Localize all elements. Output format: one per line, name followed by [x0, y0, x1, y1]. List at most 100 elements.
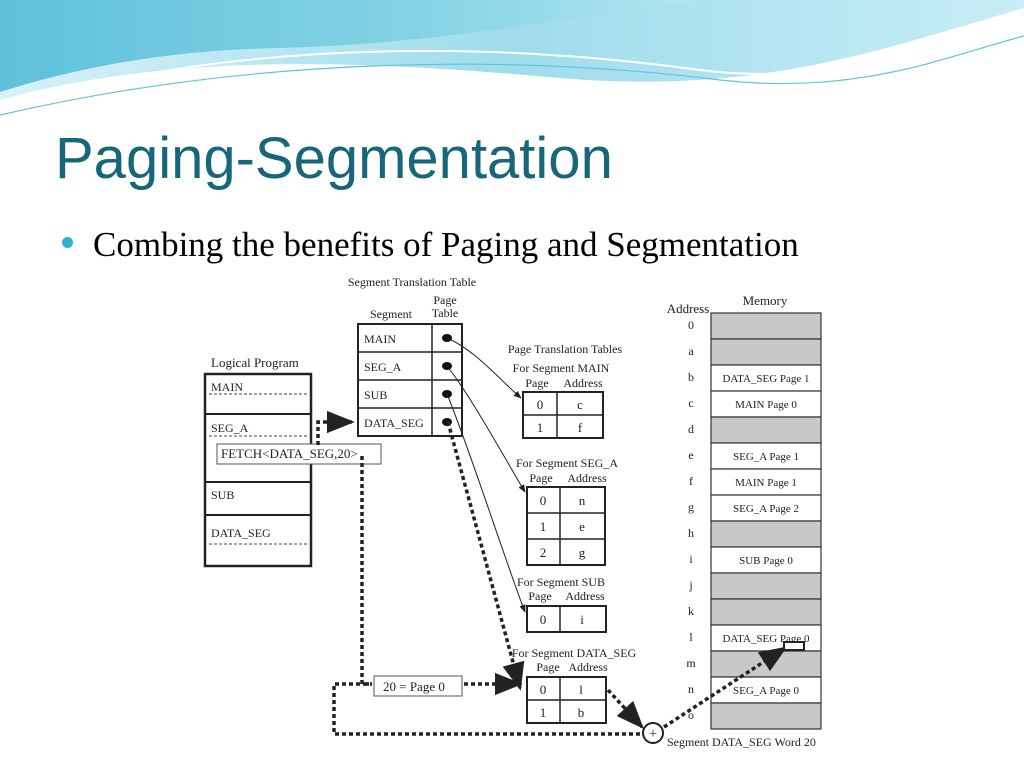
memory-address-label: h	[688, 526, 694, 540]
page-table-main-address-header: Address	[563, 376, 603, 390]
seg-a-address-1: e	[579, 519, 585, 534]
memory-address-label: i	[689, 552, 693, 566]
memory-cell	[710, 442, 822, 470]
memory-title: Memory	[743, 293, 788, 308]
target-word-marker	[783, 641, 805, 651]
memory-address-label: b	[688, 370, 694, 384]
page-table-main: For Segment MAIN Page Address 0 c 1 f	[513, 361, 610, 439]
stt-row-main: MAIN	[364, 332, 396, 346]
page-table-sub: For Segment SUB Page Address 0 i	[517, 575, 607, 633]
memory-cell	[710, 338, 822, 366]
page-table-data-seg: For Segment DATA_SEG Page Address 0 l 1 …	[512, 646, 637, 724]
memory-cells: DATA_SEG Page 1 MAIN Page 0 SEG_A Page 1 MA…	[710, 312, 822, 730]
sub-address-0: i	[580, 612, 584, 627]
page-table-data-seg-address-header: Address	[568, 660, 608, 674]
memory-address-label: g	[688, 500, 694, 514]
stt-row-seg-a: SEG_A	[364, 360, 402, 374]
seg-a-address-2: g	[579, 545, 586, 560]
page-table-sub-page-header: Page	[528, 589, 551, 603]
memory-address-label: m	[686, 656, 696, 670]
memory-cell	[710, 468, 822, 496]
page-table-main-title: For Segment MAIN	[513, 361, 610, 375]
memory-cell-label: DATA_SEG Page 1	[722, 373, 809, 385]
main-address-0: c	[577, 397, 583, 412]
memory-address-label: f	[689, 474, 693, 488]
main-address-1: f	[578, 420, 583, 435]
memory-cell	[710, 650, 822, 678]
memory-cell-label: SEG_A Page 2	[733, 503, 799, 515]
page-table-column-header-line1: Page	[433, 293, 456, 307]
memory-address-label: k	[688, 604, 694, 618]
memory-cell	[710, 416, 822, 444]
memory-cell	[710, 312, 822, 340]
memory-address-header: Address	[667, 301, 710, 316]
memory-address-label: n	[688, 682, 694, 696]
sub-page-0: 0	[540, 612, 547, 627]
address-translation-flow	[316, 410, 788, 736]
page-table-seg-a-page-header: Page	[529, 471, 552, 485]
main-page-0: 0	[537, 397, 544, 412]
seg-a-address-0: n	[579, 493, 586, 508]
decorative-wave-banner	[0, 0, 1024, 116]
memory-cell	[710, 520, 822, 548]
memory-cell	[710, 598, 822, 626]
seg-a-page-2: 2	[540, 545, 547, 560]
memory-cell-label: SUB Page 0	[739, 555, 793, 567]
memory-cell	[710, 572, 822, 600]
seg-a-page-0: 0	[540, 493, 547, 508]
logical-segment-main: MAIN	[211, 380, 243, 394]
memory-address-label: j	[688, 578, 692, 592]
offset-label: 20 = Page 0	[383, 679, 445, 694]
page-table-seg-a: For Segment SEG_A Page Address 0 n 1 e 2…	[516, 456, 618, 566]
logical-segment-seg-a: SEG_A	[211, 421, 249, 435]
data-seg-page-0: 0	[540, 682, 547, 697]
memory-address-label: c	[688, 396, 693, 410]
pointer-arrows	[446, 337, 526, 613]
logical-program-title: Logical Program	[211, 355, 299, 370]
page-table-data-seg-title: For Segment DATA_SEG	[512, 646, 637, 660]
bullet-text: Combing the benefits of Paging and Segme…	[93, 225, 799, 264]
memory-address-label: 0	[688, 318, 694, 332]
memory: Address Memory DATA_SEG Page 1 MAIN Page …	[667, 293, 822, 730]
memory-address-label: e	[688, 448, 693, 462]
segment-column-header: Segment	[370, 307, 413, 321]
memory-cell	[710, 546, 822, 574]
memory-cell-label: MAIN Page 1	[735, 477, 797, 489]
slide-title: Paging-Segmentation	[55, 126, 613, 191]
page-translation-tables-title: Page Translation Tables	[508, 342, 623, 356]
stt-row-data-seg: DATA_SEG	[364, 416, 424, 430]
logical-segment-data-seg: DATA_SEG	[211, 526, 271, 540]
memory-cell	[710, 364, 822, 392]
data-seg-address-1: b	[578, 705, 585, 720]
memory-address-label: l	[689, 630, 693, 644]
memory-address-label: o	[688, 708, 694, 722]
fetch-instruction: FETCH<DATA_SEG,20>	[221, 446, 358, 461]
result-label: Segment DATA_SEG Word 20	[667, 735, 816, 749]
segment-translation-table: Segment Translation Table Segment Page T…	[348, 275, 476, 437]
main-page-1: 1	[537, 420, 544, 435]
page-table-seg-a-address-header: Address	[567, 471, 607, 485]
memory-address-label: d	[688, 422, 694, 436]
memory-cell	[710, 494, 822, 522]
memory-cell	[710, 702, 822, 730]
adder-circle	[642, 722, 664, 744]
data-seg-page-1: 1	[540, 705, 547, 720]
seg-a-page-1: 1	[540, 519, 547, 534]
memory-cell-label: MAIN Page 0	[735, 399, 797, 411]
logical-program: Logical Program MAIN SEG_A SUB DATA_SEG …	[203, 355, 382, 568]
paging-segmentation-diagram: Segment Translation Table Segment Page T…	[203, 275, 822, 749]
logical-segment-sub: SUB	[211, 488, 234, 502]
memory-address-label: a	[688, 344, 694, 358]
memory-cell-label: SEG_A Page 0	[733, 685, 800, 697]
memory-cell	[710, 676, 822, 704]
page-table-seg-a-title: For Segment SEG_A	[516, 456, 618, 470]
data-seg-address-0: l	[579, 682, 583, 697]
page-table-main-page-header: Page	[525, 376, 548, 390]
page-table-column-header-line2: Table	[432, 306, 458, 320]
adder-symbol: +	[649, 727, 657, 742]
memory-cell-label: SEG_A Page 1	[733, 451, 799, 463]
bullet-dot-icon	[62, 237, 73, 248]
page-table-data-seg-page-header: Page	[536, 660, 559, 674]
page-table-sub-address-header: Address	[565, 589, 605, 603]
